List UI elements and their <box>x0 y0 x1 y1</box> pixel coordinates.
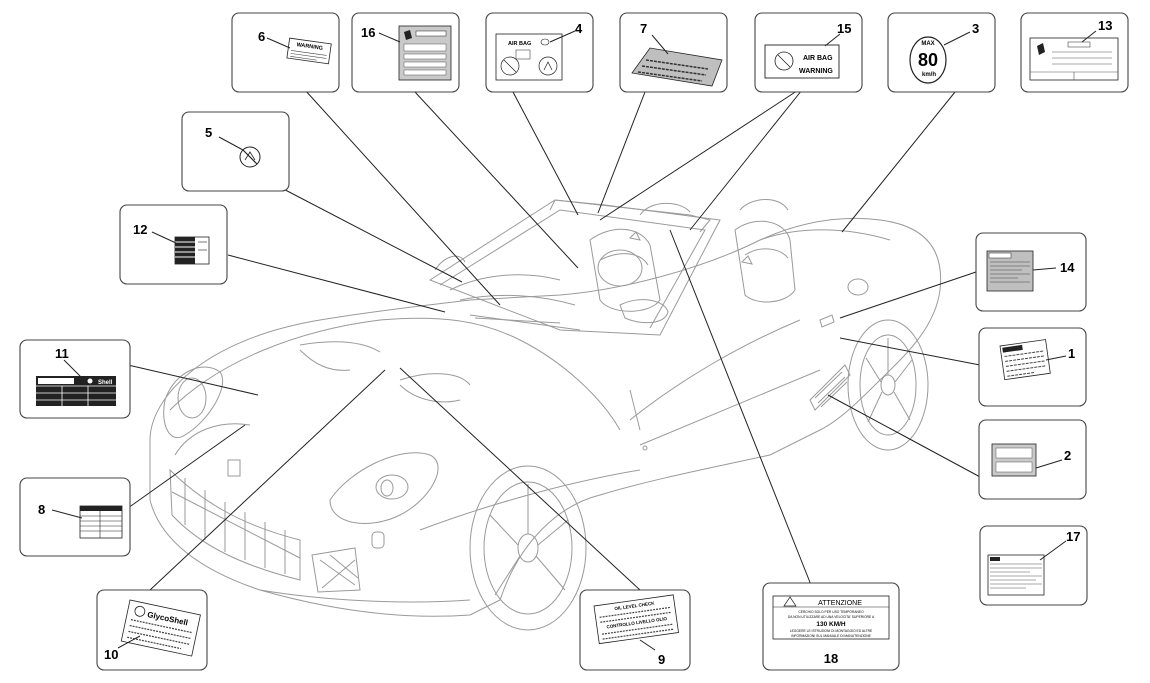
callout-box-1: 1 <box>978 327 1087 407</box>
callout-number-14: 14 <box>1060 260 1075 275</box>
callout-number-13: 13 <box>1098 18 1112 33</box>
callout-box-3: MAX 80 km/h 3 <box>887 12 996 93</box>
speed-label: 80 <box>918 50 938 70</box>
callout-box-13: 13 <box>1020 12 1129 93</box>
attenzione-line-1: CERCHIO SOLO PER USO TEMPORANEO <box>798 610 864 614</box>
callout-number-12: 12 <box>133 222 147 237</box>
callout-number-15: 15 <box>837 21 851 36</box>
callout-box-4: AIR BAG 4 <box>485 12 594 93</box>
callout-number-6: 6 <box>258 29 265 44</box>
callout-box-9: OIL LEVEL CHECK CONTROLLO LIVELLO OLIO 9 <box>579 589 691 671</box>
callout-box-18: ATTENZIONE CERCHIO SOLO PER USO TEMPORAN… <box>762 582 900 671</box>
callout-number-16: 16 <box>361 25 375 40</box>
attenzione-line-2: DA NON UTILIZZARE AD UNA VELOCITA' SUPER… <box>788 615 875 619</box>
callout-number-9: 9 <box>658 652 665 667</box>
airbag-warning-label: WARNING <box>799 68 833 75</box>
callout-number-1: 1 <box>1068 346 1075 361</box>
attenzione-line-4: INFORMAZIONI SUL MANUALE DI MANUTENZIONE <box>791 634 871 638</box>
callout-box-10: GlycoShell 10 <box>96 589 208 671</box>
attenzione-title: ATTENZIONE <box>818 600 862 607</box>
callout-number-11: 11 <box>55 346 69 361</box>
car-illustration <box>149 199 942 631</box>
callout-number-8: 8 <box>38 502 45 517</box>
callout-box-15: AIR BAG WARNING 15 <box>754 12 863 93</box>
oil-check-label: OIL LEVEL CHECK <box>614 600 655 611</box>
callout-box-5: 5 <box>181 111 290 192</box>
callout-box-17: 17 <box>979 525 1088 606</box>
callout-number-10: 10 <box>104 647 118 662</box>
callout-box-14: 14 <box>975 232 1087 312</box>
callout-number-3: 3 <box>972 21 979 36</box>
attenzione-line-3: LEGGERE LE ISTRUZIONI DI MONTAGGIO ED AL… <box>790 629 873 633</box>
airbag-small-label: AIR BAG <box>508 41 531 47</box>
speed-unit-label: km/h <box>922 72 936 78</box>
max-label: MAX <box>921 41 934 47</box>
callout-number-4: 4 <box>575 21 583 36</box>
callout-box-8: 8 <box>19 477 131 557</box>
attenzione-speed: 130 KM/H <box>816 621 846 628</box>
callout-number-17: 17 <box>1066 529 1080 544</box>
airbag-label: AIR BAG <box>803 55 833 62</box>
warning-label-text: WARNING <box>296 42 323 52</box>
callout-box-6: WARNING 6 <box>231 12 340 93</box>
callout-number-7: 7 <box>640 21 647 36</box>
shell-label: Shell <box>98 380 113 386</box>
callout-box-7: 7 <box>619 12 728 93</box>
callout-number-18: 18 <box>824 651 838 666</box>
leader-lines <box>127 84 983 596</box>
callout-number-2: 2 <box>1064 448 1071 463</box>
callout-box-16: 16 <box>351 12 460 93</box>
callout-number-5: 5 <box>205 125 212 140</box>
callout-box-11: Shell 11 <box>19 339 131 419</box>
callout-box-2: 2 <box>978 419 1087 500</box>
callout-box-12: 12 <box>119 204 228 285</box>
